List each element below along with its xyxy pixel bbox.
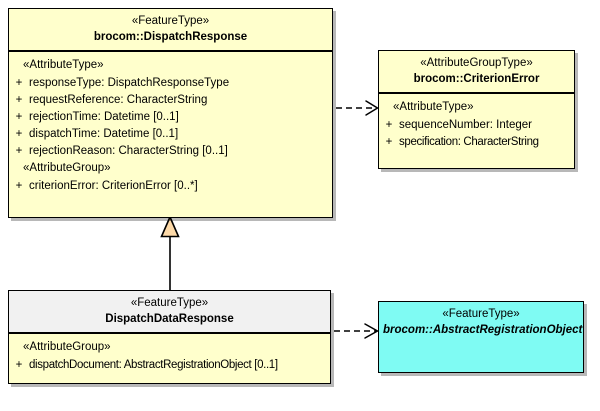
attribute-group-label: «AttributeGroup» — [23, 162, 111, 174]
attribute-row[interactable]: + specification: CharacterString — [379, 133, 574, 150]
class-header-dispatch-response: «FeatureType» brocom::DispatchResponse — [9, 9, 332, 52]
attribute-row[interactable]: + dispatchTime: Datetime [0..1] — [9, 125, 332, 142]
class-body-dispatch-data-response: «AttributeGroup» + dispatchDocument: Abs… — [9, 334, 330, 377]
attribute-row[interactable]: + sequenceNumber: Integer — [379, 116, 574, 133]
attribute-text: requestReference: CharacterString — [29, 93, 208, 106]
attribute-row[interactable]: + dispatchDocument: AbstractRegistration… — [9, 356, 330, 373]
attribute-text: criterionError: CriterionError [0..*] — [29, 179, 198, 192]
attribute-group-label: «AttributeGroup» — [23, 341, 111, 353]
visibility-marker: + — [385, 135, 393, 148]
class-stereotype: «AttributeGroupType» — [420, 57, 533, 69]
dependency-registration-object-arrowhead-icon — [364, 323, 380, 339]
visibility-marker: + — [15, 127, 23, 140]
attribute-row[interactable]: + responseType: DispatchResponseType — [9, 74, 332, 91]
visibility-marker: + — [15, 93, 23, 106]
attribute-text: dispatchDocument: AbstractRegistrationOb… — [29, 358, 278, 371]
attribute-row[interactable]: + requestReference: CharacterString — [9, 91, 332, 108]
class-stereotype: «FeatureType» — [130, 297, 209, 309]
class-box-dispatch-response[interactable]: «FeatureType» brocom::DispatchResponse «… — [8, 8, 333, 218]
class-header-criterion-error: «AttributeGroupType» brocom::CriterionEr… — [379, 51, 574, 94]
visibility-marker: + — [15, 110, 23, 123]
attribute-text: responseType: DispatchResponseType — [29, 76, 230, 89]
attribute-row[interactable]: + rejectionTime: Datetime [0..1] — [9, 108, 332, 125]
visibility-marker: + — [385, 118, 393, 131]
class-body-criterion-error: «AttributeType» + sequenceNumber: Intege… — [379, 94, 574, 154]
class-title: brocom::DispatchResponse — [93, 31, 248, 43]
dependency-registration-object-connector[interactable] — [334, 323, 380, 339]
class-box-abstract-registration-object[interactable]: «FeatureType» brocom::AbstractRegistrati… — [378, 301, 584, 373]
attribute-text: specification: CharacterString — [399, 135, 539, 148]
attribute-text: dispatchTime: Datetime [0..1] — [29, 127, 179, 140]
class-box-dispatch-data-response[interactable]: «FeatureType» DispatchDataResponse «Attr… — [8, 290, 331, 384]
dependency-criterion-error-connector[interactable] — [336, 100, 379, 116]
visibility-marker: + — [15, 358, 23, 371]
visibility-marker: + — [15, 76, 23, 89]
class-header-abstract-registration-object: «FeatureType» brocom::AbstractRegistrati… — [379, 302, 583, 343]
class-title: brocom::AbstractRegistrationObject — [383, 324, 583, 336]
attribute-text: sequenceNumber: Integer — [399, 118, 532, 131]
visibility-marker: + — [15, 179, 23, 192]
generalization-connector[interactable] — [160, 214, 180, 290]
class-title: brocom::CriterionError — [413, 73, 540, 85]
attribute-text: rejectionReason: CharacterString [0..1] — [29, 144, 228, 157]
attribute-group-label: «AttributeType» — [393, 101, 474, 113]
class-stereotype: «FeatureType» — [442, 308, 520, 320]
class-box-criterion-error[interactable]: «AttributeGroupType» brocom::CriterionEr… — [378, 50, 575, 169]
attribute-text: rejectionTime: Datetime [0..1] — [29, 110, 179, 123]
attribute-row[interactable]: + criterionError: CriterionError [0..*] — [9, 177, 332, 194]
class-title: DispatchDataResponse — [105, 313, 234, 325]
class-body-dispatch-response: «AttributeType» + responseType: Dispatch… — [9, 52, 332, 198]
class-header-dispatch-data-response: «FeatureType» DispatchDataResponse — [9, 291, 330, 334]
generalization-arrowhead-icon — [160, 214, 180, 238]
attribute-row[interactable]: + rejectionReason: CharacterString [0..1… — [9, 142, 332, 159]
dependency-criterion-error-arrowhead-icon — [365, 100, 379, 116]
attribute-group-label: «AttributeType» — [23, 59, 104, 71]
class-stereotype: «FeatureType» — [131, 15, 210, 27]
visibility-marker: + — [15, 144, 23, 157]
